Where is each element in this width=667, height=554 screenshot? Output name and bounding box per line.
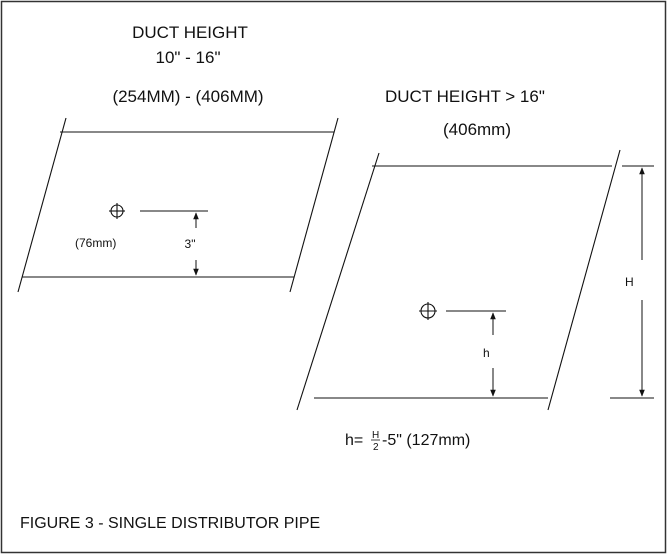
right-offset-label: h (483, 346, 490, 360)
figure-caption: FIGURE 3 - SINGLE DISTRIBUTOR PIPE (20, 515, 320, 532)
right-title-line1: DUCT HEIGHT > 16" (385, 87, 545, 106)
right-panel: DUCT HEIGHT > 16" (406mm) H h (296, 87, 654, 453)
right-duct-section (296, 149, 621, 411)
right-title-line2: (406mm) (443, 120, 511, 139)
formula-prefix: h= (345, 432, 363, 449)
left-title-line3: (254MM) - (406MM) (112, 87, 263, 106)
left-duct-section (17, 117, 339, 293)
left-pipe-size-label: (76mm) (75, 236, 116, 250)
formula-numerator: H (372, 430, 379, 441)
formula-denominator: 2 (373, 442, 379, 453)
height-formula: h= H 2 -5" (127mm) (345, 430, 470, 453)
left-title-line1: DUCT HEIGHT (132, 23, 248, 42)
left-pipe-symbol-icon (109, 203, 125, 219)
left-offset-label: 3" (185, 237, 196, 251)
left-title-line2: 10" - 16" (156, 48, 221, 67)
right-pipe-symbol-icon (419, 302, 437, 320)
formula-suffix: -5" (127mm) (382, 432, 470, 449)
right-height-label: H (625, 275, 634, 289)
right-height-dimension (610, 165, 654, 399)
left-panel: DUCT HEIGHT 10" - 16" (254MM) - (406MM) … (17, 23, 339, 293)
